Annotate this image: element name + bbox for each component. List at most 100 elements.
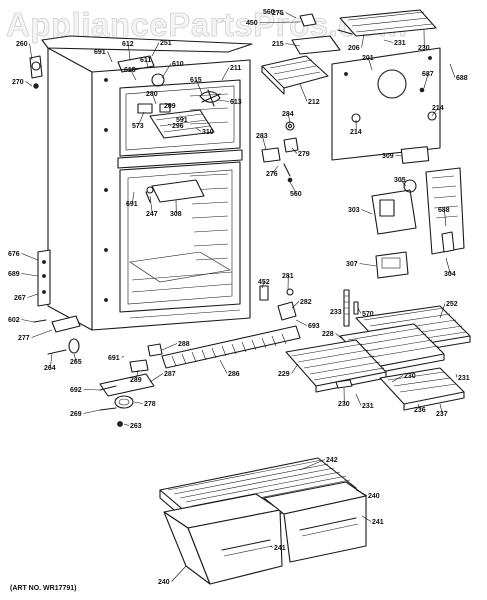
- leader-line-206: [361, 33, 365, 48]
- part-label-687: 687: [422, 71, 434, 78]
- part-label-560a: 560: [263, 9, 275, 16]
- leader-line-241b: [269, 545, 274, 548]
- leader-line-676: [21, 253, 39, 261]
- leader-line-689: [21, 273, 39, 277]
- leader-line-613: [217, 99, 230, 102]
- part-label-282: 282: [300, 299, 312, 306]
- leader-line-691a: [107, 51, 113, 63]
- shelf-236: [379, 367, 465, 411]
- leader-line-288: [161, 343, 178, 351]
- leader-line-267: [27, 293, 39, 298]
- leader-line-307: [359, 263, 377, 267]
- leader-line-278: [133, 401, 144, 404]
- leader-line-283: [262, 135, 267, 151]
- hinge-parts: [29, 55, 81, 333]
- part-label-615b: 615: [190, 77, 202, 84]
- part-label-613: 613: [230, 99, 242, 106]
- leader-line-691b: [132, 191, 135, 204]
- leader-line-615b: [196, 79, 203, 95]
- part-label-288: 288: [178, 341, 190, 348]
- leader-line-276: [272, 165, 279, 174]
- part-label-688a: 688: [456, 75, 468, 82]
- part-label-691c: 691: [108, 355, 120, 362]
- shelf-supports: [343, 289, 359, 327]
- part-label-450: 450: [246, 20, 258, 27]
- part-label-591: 591: [176, 117, 188, 124]
- part-label-231b: 231: [458, 375, 470, 382]
- leader-line-615a: [130, 69, 137, 81]
- leader-line-240a: [355, 489, 368, 496]
- part-label-240a: 240: [368, 493, 380, 500]
- part-label-304: 304: [444, 271, 456, 278]
- leader-line-275: [285, 12, 297, 19]
- leader-line-287: [149, 373, 164, 383]
- leader-line-560b: [289, 181, 297, 194]
- refrigerator-cabinet: [41, 35, 253, 331]
- leader-line-452: [261, 281, 265, 289]
- leader-line-286: [219, 359, 228, 374]
- control-housing: [371, 167, 465, 279]
- part-label-276: 276: [266, 171, 278, 178]
- leader-line-450: [259, 21, 301, 23]
- part-label-287: 287: [164, 371, 176, 378]
- art-number: (ART NO. WR17791): [10, 585, 77, 592]
- leader-line-229: [291, 363, 299, 374]
- leader-line-602: [21, 319, 35, 323]
- leader-line-280: [152, 93, 157, 105]
- part-label-211: 211: [230, 65, 241, 72]
- leader-line-270: [25, 81, 33, 87]
- leader-line-692: [83, 389, 101, 391]
- leader-line-252: [439, 303, 446, 319]
- part-label-230a: 230: [418, 45, 430, 52]
- leader-line-265: [73, 353, 77, 362]
- part-label-602: 602: [8, 317, 20, 324]
- leader-line-284: [288, 113, 291, 125]
- back-panel: [331, 47, 441, 161]
- part-label-247: 247: [146, 211, 158, 218]
- part-label-286: 286: [228, 371, 240, 378]
- leader-line-201: [368, 57, 373, 71]
- leader-line-237: [439, 403, 443, 414]
- lower-front-parts: [47, 325, 301, 427]
- leader-line-209: [165, 103, 171, 106]
- leader-line-610: [161, 63, 172, 79]
- leader-line-304: [445, 257, 451, 274]
- part-label-310: 310: [202, 129, 214, 136]
- leader-line-263: [123, 423, 130, 426]
- leader-line-240b: [171, 565, 187, 582]
- part-label-307: 307: [346, 261, 358, 268]
- part-label-692: 692: [70, 387, 82, 394]
- part-label-691b: 691: [126, 201, 138, 208]
- part-label-278: 278: [144, 401, 156, 408]
- part-label-230c: 230: [338, 401, 350, 408]
- part-label-228: 228: [322, 331, 334, 338]
- crisper-assembly: [159, 457, 367, 585]
- shelf-229: [285, 339, 387, 393]
- part-label-206: 206: [348, 45, 360, 52]
- evaporator-shelf: [261, 13, 341, 95]
- leader-line-269: [83, 409, 101, 414]
- leader-line-573: [138, 111, 145, 126]
- part-label-277: 277: [18, 335, 30, 342]
- part-label-252: 252: [446, 301, 458, 308]
- part-label-231a: 231: [394, 40, 406, 47]
- leader-line-289: [136, 369, 139, 380]
- leader-line-611: [146, 59, 149, 69]
- part-label-230b: 230: [404, 373, 416, 380]
- leader-line-247: [149, 195, 153, 214]
- part-label-201: 201: [362, 55, 374, 62]
- leader-line-282: [291, 301, 300, 309]
- part-label-691a: 691: [94, 49, 106, 56]
- part-label-573: 573: [132, 123, 144, 130]
- part-label-242: 242: [326, 457, 338, 464]
- leader-line-688b: [444, 209, 447, 227]
- leader-line-591: [182, 117, 185, 120]
- part-label-265: 265: [70, 359, 82, 366]
- part-label-233: 233: [330, 309, 342, 316]
- leader-line-560a: [276, 11, 285, 16]
- leader-line-691c: [121, 355, 125, 358]
- part-label-215: 215: [272, 41, 284, 48]
- part-label-676: 676: [8, 251, 20, 258]
- part-label-560b: 560: [290, 191, 302, 198]
